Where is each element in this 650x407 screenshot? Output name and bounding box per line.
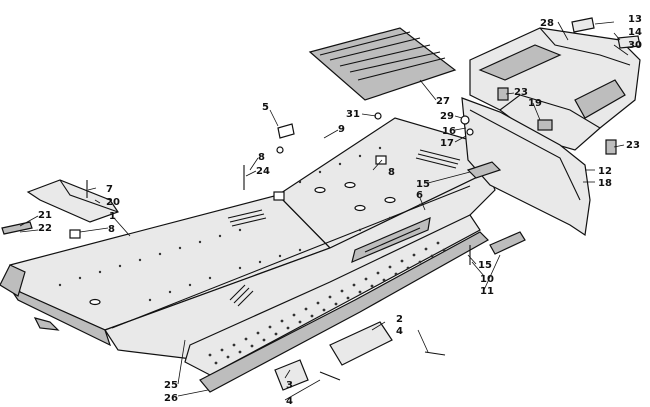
leader-lines bbox=[19, 21, 629, 401]
callout-31: 31 bbox=[346, 109, 360, 120]
callout-8b: 8 bbox=[258, 152, 265, 163]
callout-1: 1 bbox=[109, 211, 116, 222]
callout-14: 14 bbox=[628, 27, 642, 38]
tunnel-body bbox=[0, 117, 496, 393]
callout-24: 24 bbox=[256, 166, 270, 177]
callout-23b: 23 bbox=[626, 140, 640, 151]
callout-9: 9 bbox=[338, 124, 345, 135]
deck-rivets bbox=[58, 146, 422, 306]
callout-27: 27 bbox=[436, 96, 450, 107]
callout-labels: 1 2 3 4 4 5 6 7 8 8 8 9 10 11 12 13 14 1… bbox=[38, 14, 642, 407]
callout-7: 7 bbox=[106, 184, 113, 195]
callout-26: 26 bbox=[164, 393, 178, 404]
callout-4a: 4 bbox=[396, 326, 403, 337]
callout-22: 22 bbox=[38, 223, 52, 234]
callout-10: 10 bbox=[480, 274, 494, 285]
callout-13: 13 bbox=[628, 14, 642, 25]
rear-snow-flap bbox=[461, 97, 591, 237]
callout-16: 16 bbox=[442, 126, 456, 137]
callout-11: 11 bbox=[480, 286, 494, 297]
running-board-perforations bbox=[208, 241, 446, 365]
callout-18: 18 bbox=[598, 178, 612, 189]
callout-4b: 4 bbox=[286, 396, 293, 407]
callout-15a: 15 bbox=[416, 179, 430, 190]
callout-25: 25 bbox=[164, 380, 178, 391]
callout-5: 5 bbox=[262, 102, 269, 113]
callout-20: 20 bbox=[106, 197, 120, 208]
seat-pad bbox=[308, 27, 457, 101]
callout-17: 17 bbox=[440, 138, 454, 149]
front-bumper-cap bbox=[26, 179, 119, 223]
deck-hatch-marks bbox=[227, 149, 461, 307]
side-decal bbox=[351, 217, 431, 264]
callout-6: 6 bbox=[416, 190, 423, 201]
callout-30: 30 bbox=[628, 40, 642, 51]
small-hardware bbox=[1, 17, 641, 391]
callout-19: 19 bbox=[528, 98, 542, 109]
callout-29: 29 bbox=[440, 111, 454, 122]
callout-2: 2 bbox=[396, 314, 403, 325]
rear-bumper-assembly bbox=[469, 27, 641, 151]
callout-12: 12 bbox=[598, 166, 612, 177]
callout-8a: 8 bbox=[108, 224, 115, 235]
callout-28: 28 bbox=[540, 18, 554, 29]
callout-8c: 8 bbox=[388, 167, 395, 178]
callout-23a: 23 bbox=[514, 87, 528, 98]
callout-15b: 15 bbox=[478, 260, 492, 271]
callout-3: 3 bbox=[286, 380, 293, 391]
callout-21: 21 bbox=[38, 210, 52, 221]
